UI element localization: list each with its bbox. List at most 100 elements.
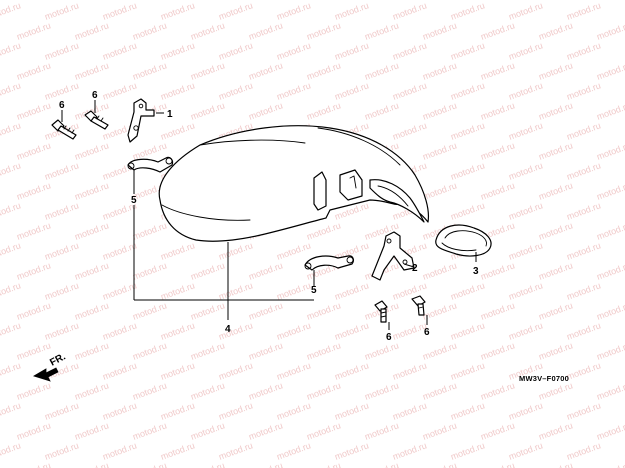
watermark-text: motod.ru <box>391 40 428 62</box>
watermark-text: motod.ru <box>507 240 544 262</box>
watermark-text: motod.ru <box>159 80 196 102</box>
watermark-text: motod.ru <box>247 460 284 468</box>
watermark-text: motod.ru <box>537 60 574 82</box>
watermark-text: motod.ru <box>131 140 168 162</box>
watermark-text: motod.ru <box>363 340 400 362</box>
watermark-text: motod.ru <box>101 440 138 462</box>
watermark-text: motod.ru <box>0 160 22 182</box>
watermark-text: motod.ru <box>101 80 138 102</box>
watermark-text: motod.ru <box>595 220 625 242</box>
watermark-text: motod.ru <box>217 40 254 62</box>
watermark-text: motod.ru <box>189 380 226 402</box>
watermark-text: motod.ru <box>449 360 486 382</box>
callout-6-a: 6 <box>59 100 65 111</box>
watermark-text: motod.ru <box>333 0 370 22</box>
clamp-part-5-lower <box>304 255 354 271</box>
front-fender-part-4 <box>158 125 430 242</box>
watermark-text: motod.ru <box>305 220 342 242</box>
watermark-text: motod.ru <box>15 60 52 82</box>
watermark-text: motod.ru <box>479 380 516 402</box>
watermark-text: motod.ru <box>43 0 80 22</box>
watermark-text: motod.ru <box>0 200 22 222</box>
watermark-text: motod.ru <box>0 0 22 22</box>
watermark-text: motod.ru <box>0 280 22 302</box>
watermark-text: motod.ru <box>537 20 574 42</box>
watermark-text: motod.ru <box>333 80 370 102</box>
watermark-text: motod.ru <box>189 340 226 362</box>
watermark-text: motod.ru <box>159 240 196 262</box>
watermark-text: motod.ru <box>537 340 574 362</box>
clamp-part-5-upper <box>127 156 174 173</box>
watermark-text: motod.ru <box>565 120 602 142</box>
watermark-text: motod.ru <box>305 20 342 42</box>
watermark-text: motod.ru <box>507 400 544 422</box>
watermark-text: motod.ru <box>391 120 428 142</box>
watermark-text: motod.ru <box>43 200 80 222</box>
watermark-text: motod.ru <box>43 280 80 302</box>
watermark-text: motod.ru <box>537 380 574 402</box>
watermark-text: motod.ru <box>159 360 196 382</box>
watermark-text: motod.ru <box>217 240 254 262</box>
watermark-text: motod.ru <box>421 180 458 202</box>
watermark-text: motod.ru <box>537 460 574 468</box>
watermark-text: motod.ru <box>507 120 544 142</box>
watermark-text: motod.ru <box>333 440 370 462</box>
watermark-text: motod.ru <box>275 360 312 382</box>
watermark-text: motod.ru <box>595 60 625 82</box>
watermark-text: motod.ru <box>305 460 342 468</box>
watermark-text: motod.ru <box>421 340 458 362</box>
callout-6-d: 6 <box>424 327 430 338</box>
watermark-text: motod.ru <box>333 320 370 342</box>
watermark-text: motod.ru <box>189 20 226 42</box>
watermark-text: motod.ru <box>189 0 226 2</box>
watermark-text: motod.ru <box>507 160 544 182</box>
watermark-text: motod.ru <box>159 320 196 342</box>
watermark-text: motod.ru <box>15 220 52 242</box>
watermark-text: motod.ru <box>275 320 312 342</box>
watermark-text: motod.ru <box>131 380 168 402</box>
watermark-text: motod.ru <box>479 180 516 202</box>
callout-3: 3 <box>473 266 479 277</box>
watermark-text: motod.ru <box>101 320 138 342</box>
watermark-text: motod.ru <box>479 260 516 282</box>
watermark-text: motod.ru <box>507 0 544 22</box>
watermark-text: motod.ru <box>507 40 544 62</box>
watermark-text: motod.ru <box>43 80 80 102</box>
watermark-text: motod.ru <box>565 40 602 62</box>
watermark-text: motod.ru <box>421 260 458 282</box>
watermark-text: motod.ru <box>43 160 80 182</box>
watermark-text: motod.ru <box>247 380 284 402</box>
reflector-part-3 <box>435 224 492 257</box>
watermark-text: motod.ru <box>479 340 516 362</box>
watermark-text: motod.ru <box>479 60 516 82</box>
watermark-text: motod.ru <box>101 400 138 422</box>
callout-4: 4 <box>225 324 231 335</box>
callout-2: 2 <box>412 263 418 274</box>
watermark-text: motod.ru <box>247 0 284 2</box>
watermark-text: motod.ru <box>73 340 110 362</box>
watermark-text: motod.ru <box>275 400 312 422</box>
watermark-text: motod.ru <box>43 400 80 422</box>
watermark-text: motod.ru <box>565 160 602 182</box>
watermark-text: motod.ru <box>421 420 458 442</box>
watermark-text: motod.ru <box>73 140 110 162</box>
watermark-text: motod.ru <box>479 140 516 162</box>
watermark-text: motod.ru <box>217 280 254 302</box>
watermark-text: motod.ru <box>595 300 625 322</box>
watermark-text: motod.ru <box>305 100 342 122</box>
watermark-text: motod.ru <box>479 420 516 442</box>
watermark-text: motod.ru <box>275 280 312 302</box>
watermark-text: motod.ru <box>73 220 110 242</box>
watermark-text: motod.ru <box>333 360 370 382</box>
watermark-text: motod.ru <box>131 340 168 362</box>
watermark-text: motod.ru <box>595 0 625 2</box>
watermark-text: motod.ru <box>537 420 574 442</box>
watermark-text: motod.ru <box>159 40 196 62</box>
watermark-text: motod.ru <box>449 160 486 182</box>
watermark-text: motod.ru <box>73 180 110 202</box>
watermark-text: motod.ru <box>305 0 342 2</box>
bolt-part-6-a <box>51 119 77 140</box>
watermark-text: motod.ru <box>565 200 602 222</box>
